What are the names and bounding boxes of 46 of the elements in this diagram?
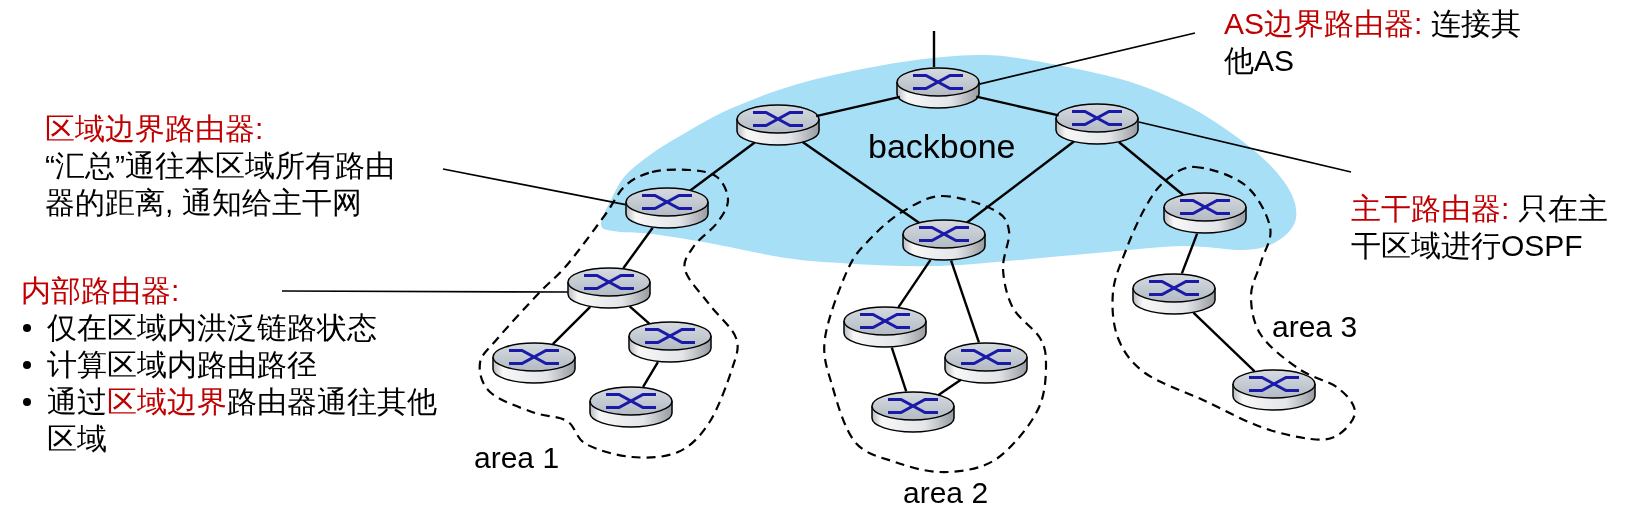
network-link <box>890 347 908 392</box>
router-icon <box>902 219 986 261</box>
leader-line <box>442 168 627 206</box>
network-link <box>1118 141 1184 196</box>
bullet-text: 通过区域边界路由器通往其他区域 <box>47 384 438 457</box>
router-icon <box>492 342 576 384</box>
callout-text: AS边界路由器: 连接其他AS <box>1224 6 1522 79</box>
leader-line <box>1137 121 1352 173</box>
router-icon <box>944 342 1028 384</box>
callout-heading: 内部路由器: <box>21 273 180 309</box>
router-icon <box>736 104 820 146</box>
callout-heading: 区域边界路由器: <box>45 111 264 147</box>
router-icon <box>1232 369 1316 411</box>
router-icon <box>628 321 712 363</box>
network-link <box>689 141 756 192</box>
network-link <box>897 259 932 308</box>
bullet-text: 仅在区域内洪泛链路状态 <box>47 310 377 346</box>
network-link <box>1192 311 1256 373</box>
network-link <box>976 95 1059 117</box>
network-link <box>551 305 592 346</box>
callout-text: “汇总”通往本区域所有路由器的距离, 通知给主干网 <box>45 148 396 221</box>
region-label: area 3 <box>1272 313 1358 340</box>
network-link <box>966 140 1075 224</box>
leader-line <box>281 290 569 293</box>
router-icon <box>843 306 927 348</box>
network-link <box>642 361 659 388</box>
router-icon <box>1132 273 1216 315</box>
network-link <box>949 260 981 343</box>
network-link <box>801 141 921 224</box>
network-link <box>932 31 936 68</box>
router-icon <box>871 391 955 433</box>
region-label: backbone <box>868 129 1016 163</box>
router-icon <box>1163 192 1247 234</box>
router-icon <box>896 67 980 109</box>
router-icon <box>589 386 673 428</box>
router-icon <box>625 187 709 229</box>
router-icon <box>567 267 651 309</box>
network-link <box>628 305 651 325</box>
callout-text: 主干路由器: 只在主干区域进行OSPF <box>1351 191 1609 264</box>
bullet-text: 计算区域内路由路径 <box>47 347 317 383</box>
region-label: area 2 <box>903 479 989 506</box>
region-label: area 1 <box>474 444 560 471</box>
network-link <box>622 227 654 269</box>
network-link <box>815 95 901 118</box>
router-icon <box>1055 103 1139 145</box>
network-link <box>937 378 962 397</box>
